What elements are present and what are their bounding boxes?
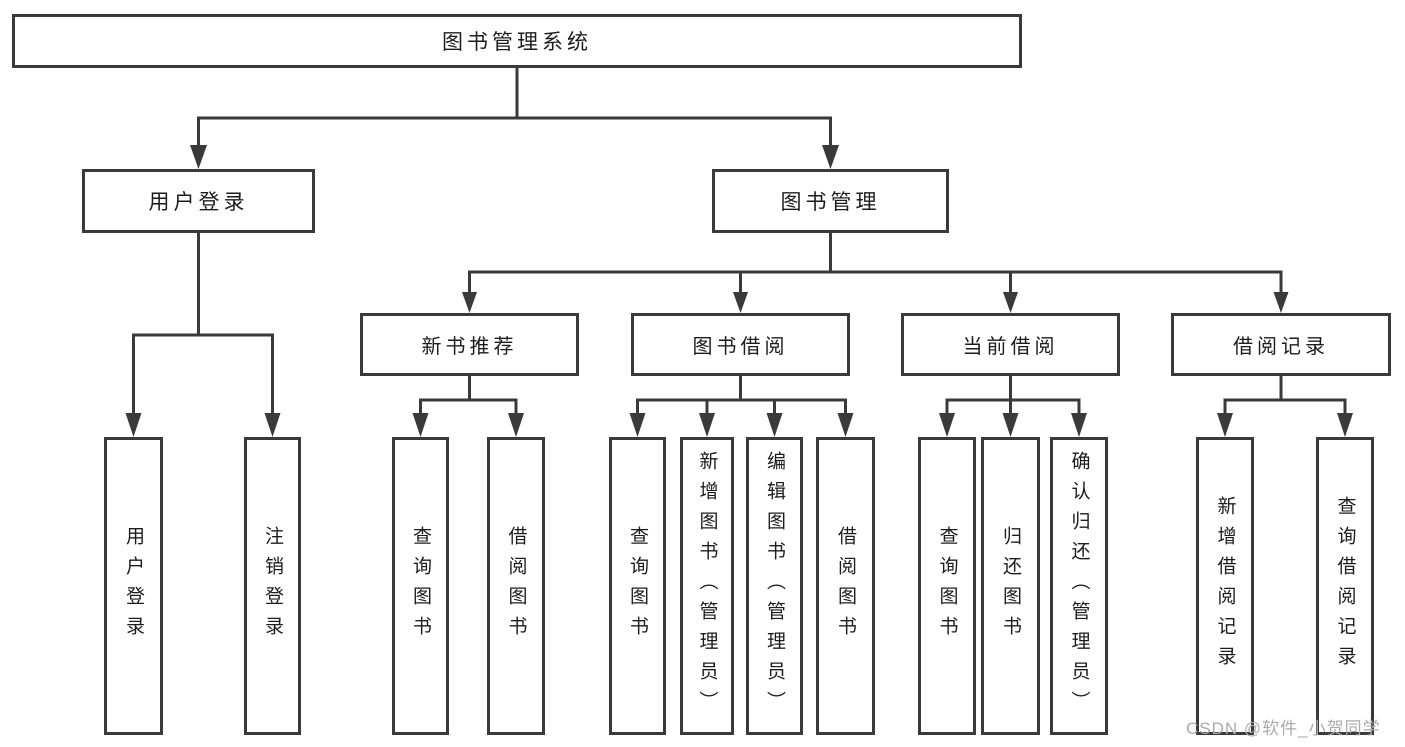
leaf-node-query-books-current: 查询图书 — [918, 437, 976, 735]
arrowhead — [699, 413, 715, 437]
node-label: 图书管理 — [780, 191, 881, 214]
connector-current-borrow-rail — [945, 398, 1081, 414]
node-new-book-recommendation: 新书推荐 — [360, 313, 579, 376]
leaf-node-query-books-recommend: 查询图书 — [392, 437, 449, 735]
leaf-label: 查询图书 — [936, 526, 958, 646]
connector-records-rail — [1223, 398, 1347, 414]
leaf-label: 注销登录 — [262, 526, 283, 646]
leaf-label: 新增图书（管理员） — [696, 451, 718, 721]
leaf-label: 确认归还（管理员） — [1068, 451, 1090, 721]
leaf-node-user-login: 用户登录 — [104, 437, 163, 735]
node-label: 当前借阅 — [962, 336, 1059, 358]
arrowhead — [766, 413, 783, 437]
arrowhead — [462, 292, 477, 313]
node-label: 新书推荐 — [421, 336, 518, 358]
leaf-label: 用户登录 — [123, 526, 144, 646]
leaf-label: 查询图书 — [627, 526, 648, 646]
node-label: 用户登录 — [148, 191, 249, 214]
leaf-node-borrow-books-borrowing: 借阅图书 — [816, 437, 875, 735]
leaf-node-borrow-books-recommend: 借阅图书 — [487, 437, 545, 735]
leaf-label: 借阅图书 — [505, 526, 527, 646]
node-borrowing-records: 借阅记录 — [1171, 313, 1391, 376]
connector-user-login-rail — [132, 333, 274, 414]
arrowhead — [190, 145, 207, 169]
connector-root-rail — [197, 116, 832, 146]
arrowhead — [1002, 413, 1019, 437]
leaf-node-edit-books-admin: 编辑图书（管理员） — [746, 437, 803, 735]
node-book-management: 图书管理 — [712, 169, 949, 233]
connector-book-borrow-rail — [636, 398, 847, 414]
leaf-label: 查询借阅记录 — [1334, 496, 1356, 676]
arrowhead — [629, 413, 646, 437]
leaf-node-logout: 注销登录 — [244, 437, 301, 735]
arrowhead — [822, 145, 839, 169]
root-node-label: 图书管理系统 — [442, 31, 592, 54]
leaf-node-confirm-return-admin: 确认归还（管理员） — [1050, 437, 1108, 735]
arrowhead — [1273, 292, 1289, 313]
connector-book-mgmt-rail — [468, 270, 1283, 292]
connector-new-book-rail — [419, 398, 518, 414]
leaf-node-add-books-admin: 新增图书（管理员） — [680, 437, 734, 735]
arrowhead — [125, 413, 142, 437]
arrowhead — [939, 413, 955, 437]
arrowhead — [1003, 292, 1018, 313]
arrowhead — [412, 413, 429, 437]
arrowhead — [1337, 413, 1353, 437]
node-user-login: 用户登录 — [82, 169, 315, 233]
leaf-label: 新增借阅记录 — [1214, 496, 1236, 676]
arrowhead — [1071, 413, 1087, 437]
node-label: 借阅记录 — [1233, 336, 1329, 358]
leaf-label: 归还图书 — [1000, 526, 1021, 646]
leaf-node-query-borrow-record: 查询借阅记录 — [1316, 437, 1374, 735]
leaf-label: 编辑图书（管理员） — [764, 451, 785, 721]
arrowhead — [264, 413, 281, 437]
root-node-library-management-system: 图书管理系统 — [12, 14, 1022, 68]
arrowhead — [1217, 413, 1233, 437]
node-label: 图书借阅 — [692, 336, 789, 358]
leaf-label: 借阅图书 — [835, 526, 856, 646]
leaf-node-query-books-borrowing: 查询图书 — [609, 437, 666, 735]
node-book-borrowing: 图书借阅 — [631, 313, 850, 376]
leaf-node-add-borrow-record: 新增借阅记录 — [1196, 437, 1254, 735]
arrowhead — [508, 413, 524, 437]
leaf-label: 查询图书 — [410, 526, 431, 646]
node-current-borrowing: 当前借阅 — [901, 313, 1120, 376]
arrowhead — [837, 413, 854, 437]
arrowhead — [733, 292, 748, 313]
watermark: CSDN @软件_小贺同学 — [1186, 719, 1381, 738]
leaf-node-return-books: 归还图书 — [981, 437, 1040, 735]
